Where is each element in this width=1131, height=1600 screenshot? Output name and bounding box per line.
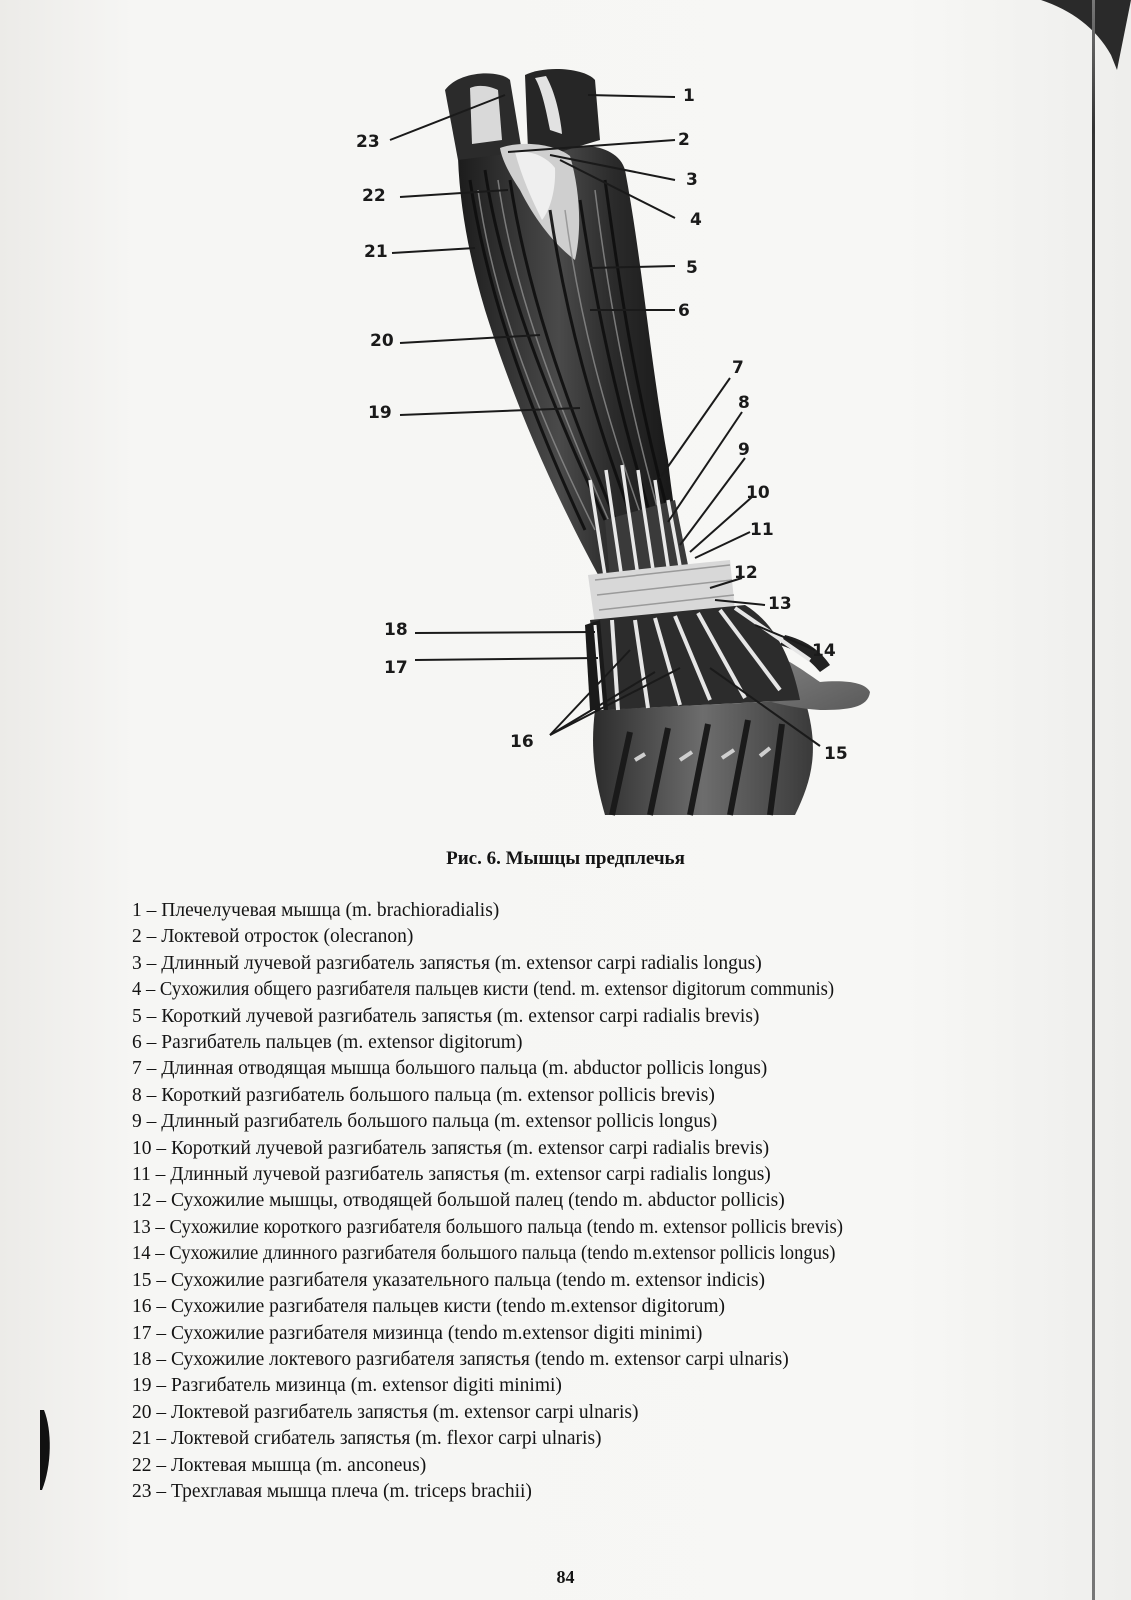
legend-item: 3 – Длинный лучевой разгибатель запястья… xyxy=(132,952,762,974)
page-curl-shadow xyxy=(1041,0,1131,70)
legend-item: 12 – Сухожилие мышцы, отводящей большой … xyxy=(132,1190,785,1212)
page-number: 84 xyxy=(556,1567,575,1587)
legend-item: 18 – Сухожилие локтевого разгибателя зап… xyxy=(132,1348,789,1370)
callout-label-4: 4 xyxy=(690,210,702,230)
callout-label-16: 16 xyxy=(510,732,534,752)
callout-label-6: 6 xyxy=(678,301,690,321)
legend-item: 10 – Короткий лучевой разгибатель запяст… xyxy=(132,1137,770,1159)
legend-item: 6 – Разгибатель пальцев (m. extensor dig… xyxy=(132,1032,523,1054)
callout-label-3: 3 xyxy=(686,170,698,190)
callout-label-22: 22 xyxy=(362,186,386,206)
legend-item: 13 – Сухожилие короткого разгибателя бол… xyxy=(132,1216,844,1238)
callout-label-18: 18 xyxy=(384,620,408,640)
figure-legend: 1 – Плечелучевая мышца (m. brachioradial… xyxy=(132,898,1032,1505)
callout-label-20: 20 xyxy=(370,331,394,351)
legend-item: 7 – Длинная отводящая мышца большого пал… xyxy=(132,1058,768,1080)
callout-label-10: 10 xyxy=(746,483,770,503)
callout-label-1: 1 xyxy=(683,86,695,106)
callout-label-11: 11 xyxy=(750,520,774,540)
legend-item: 5 – Короткий лучевой разгибатель запясть… xyxy=(132,1005,760,1027)
callout-label-15: 15 xyxy=(824,744,848,764)
legend-item: 1 – Плечелучевая мышца (m. brachioradial… xyxy=(132,900,500,921)
callout-label-2: 2 xyxy=(678,130,690,150)
forearm-drawing xyxy=(445,68,870,816)
binding-shadow xyxy=(40,1410,50,1490)
callout-label-17: 17 xyxy=(384,658,408,678)
legend-item: 15 – Сухожилие разгибателя указательного… xyxy=(132,1269,765,1291)
forearm-muscles-illustration: 1 2 3 4 5 6 7 8 9 10 11 12 13 14 15 16 1… xyxy=(350,60,870,840)
legend-item: 23 – Трехглавая мышца плеча (m. triceps … xyxy=(132,1480,532,1502)
callout-label-8: 8 xyxy=(738,393,750,413)
legend-item: 14 – Сухожилие длинного разгибателя боль… xyxy=(132,1243,836,1265)
legend-item: 9 – Длинный разгибатель большого пальца … xyxy=(132,1111,718,1133)
page-edge-line xyxy=(1092,0,1095,1600)
legend-item: 16 – Сухожилие разгибателя пальцев кисти… xyxy=(132,1296,726,1318)
legend-item: 2 – Локтевой отросток (olecranon) xyxy=(132,926,414,948)
callout-label-21: 21 xyxy=(364,242,388,262)
legend-item: 8 – Короткий разгибатель большого пальца… xyxy=(132,1084,715,1106)
callout-label-13: 13 xyxy=(768,594,792,614)
figure-caption: Рис. 6. Мышцы предплечья xyxy=(446,848,685,869)
callout-label-12: 12 xyxy=(734,563,758,583)
legend-item: 19 – Разгибатель мизинца (m. extensor di… xyxy=(132,1375,562,1397)
callout-label-19: 19 xyxy=(368,403,392,423)
legend-item: 17 – Сухожилие разгибателя мизинца (tend… xyxy=(132,1322,703,1344)
callout-label-5: 5 xyxy=(686,258,698,278)
callout-label-23: 23 xyxy=(356,132,380,152)
legend-item: 21 – Локтевой сгибатель запястья (m. fle… xyxy=(132,1428,602,1450)
callout-label-14: 14 xyxy=(812,641,836,661)
callout-label-7: 7 xyxy=(732,358,744,378)
legend-item: 20 – Локтевой разгибатель запястья (m. e… xyxy=(132,1401,639,1423)
callout-label-9: 9 xyxy=(738,440,750,460)
callout-leader-lines xyxy=(389,94,821,747)
legend-item: 11 – Длинный лучевой разгибатель запясть… xyxy=(132,1164,771,1186)
legend-item: 22 – Локтевая мышца (m. anconeus) xyxy=(132,1454,427,1476)
legend-item: 4 – Сухожилия общего разгибателя пальцев… xyxy=(132,979,835,1001)
